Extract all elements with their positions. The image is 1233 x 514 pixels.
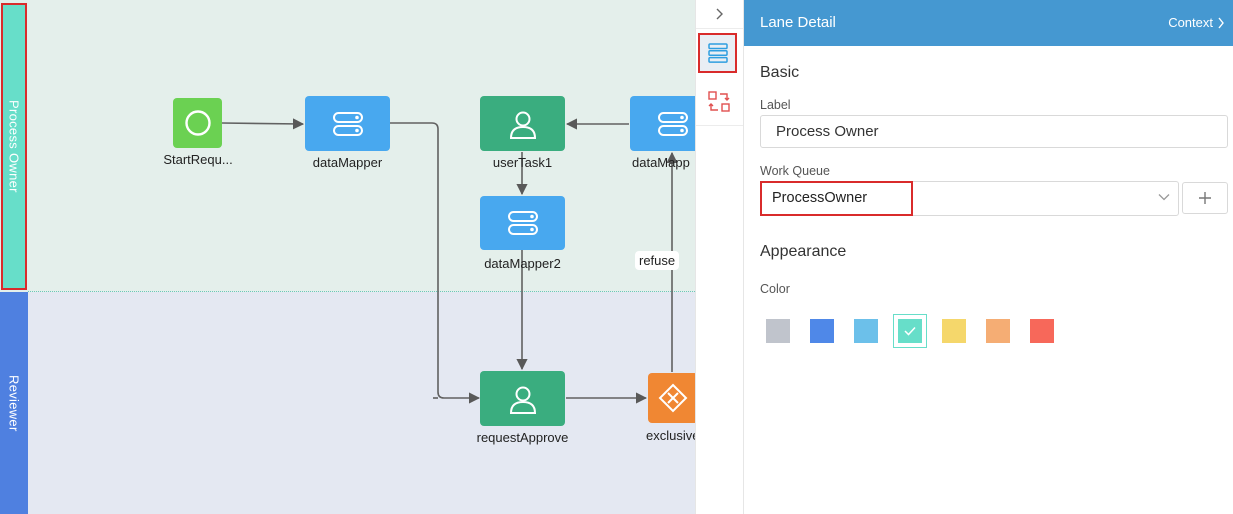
add-work-queue-button[interactable] xyxy=(1182,182,1228,214)
lane-header-label: Process Owner xyxy=(6,100,22,193)
lane-divider xyxy=(28,291,695,292)
user-icon xyxy=(509,111,536,139)
user-icon xyxy=(509,386,536,414)
panel-title: Lane Detail xyxy=(760,14,836,31)
lane-header-reviewer[interactable]: Reviewer xyxy=(0,292,28,514)
work-queue-label: Work Queue xyxy=(760,164,830,178)
work-queue-select[interactable]: ProcessOwner xyxy=(760,181,1179,216)
swap-lane-icon xyxy=(707,91,730,112)
side-toolbar xyxy=(695,0,744,514)
lane-header-label: Reviewer xyxy=(6,374,22,432)
flow-start-to-datamapper xyxy=(221,118,305,130)
work-queue-value: ProcessOwner xyxy=(760,181,913,216)
requestapprove-label: requestApprove xyxy=(476,430,569,445)
server-icon xyxy=(657,111,688,136)
exclusive-gateway-node[interactable] xyxy=(648,373,695,423)
lane-detail-panel: Lane Detail Context Basic Label Work Que… xyxy=(744,0,1233,514)
color-swatch[interactable] xyxy=(766,319,790,343)
context-link[interactable]: Context xyxy=(1168,15,1225,30)
process-canvas[interactable]: Process Owner Reviewer refuse StartRequ.… xyxy=(0,0,695,514)
usertask1-label: userTask1 xyxy=(492,155,553,170)
datamapper-label: dataMapper xyxy=(312,155,383,170)
flow-datamapper-to-requestapprove xyxy=(390,122,481,404)
color-swatch[interactable] xyxy=(942,319,966,343)
basic-section-title: Basic xyxy=(760,64,800,81)
color-swatch[interactable] xyxy=(810,319,834,343)
lane-header-process-owner[interactable]: Process Owner xyxy=(1,3,27,290)
color-swatch[interactable] xyxy=(893,314,927,348)
swap-lane-button[interactable] xyxy=(698,82,741,122)
datamapper-top-label: dataMapp xyxy=(632,155,690,170)
label-field-label: Label xyxy=(760,98,791,112)
chevron-down-icon xyxy=(1158,194,1170,201)
chevron-right-icon xyxy=(716,8,723,20)
context-label: Context xyxy=(1168,15,1213,30)
collapse-panel-button[interactable] xyxy=(696,0,743,29)
color-swatch[interactable] xyxy=(854,319,878,343)
circle-icon xyxy=(184,110,211,136)
start-event-label: StartRequ... xyxy=(163,152,233,167)
lane-list-icon xyxy=(707,43,728,63)
check-icon xyxy=(904,326,916,336)
usertask1-node[interactable] xyxy=(480,96,565,151)
color-label: Color xyxy=(760,282,790,296)
chevron-right-icon xyxy=(1218,17,1224,28)
panel-header: Lane Detail Context xyxy=(744,0,1233,46)
datamapper2-node[interactable] xyxy=(480,196,565,250)
start-event-node[interactable] xyxy=(173,98,222,148)
label-input[interactable] xyxy=(760,115,1228,148)
sequence-flows xyxy=(221,118,678,404)
toolbar-divider xyxy=(696,125,743,126)
datamapper-node[interactable] xyxy=(305,96,390,151)
server-icon xyxy=(507,211,538,235)
color-swatch[interactable] xyxy=(1030,319,1054,343)
gateway-diamond-icon xyxy=(658,383,688,413)
appearance-section-title: Appearance xyxy=(760,243,847,260)
requestapprove-node[interactable] xyxy=(480,371,565,426)
server-icon xyxy=(332,111,363,136)
flow-label-refuse[interactable]: refuse xyxy=(635,251,680,270)
lane-reviewer[interactable] xyxy=(0,292,695,514)
lane-detail-button[interactable] xyxy=(698,33,737,73)
plus-icon xyxy=(1199,192,1211,204)
datamapper2-label: dataMapper2 xyxy=(484,256,561,271)
datamapper-top-node[interactable] xyxy=(630,96,695,151)
exclusive-gateway-label: exclusive xyxy=(646,428,695,443)
color-swatch[interactable] xyxy=(986,319,1010,343)
